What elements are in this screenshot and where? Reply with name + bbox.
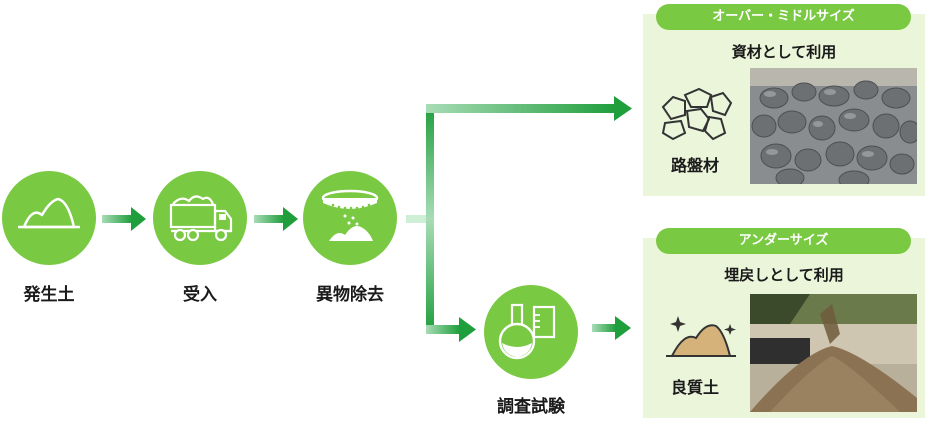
undersize-badge: アンダーサイズ: [656, 228, 911, 254]
gravel-icon: [661, 87, 733, 141]
arrow-to-undersize: [592, 316, 631, 340]
arrow-1: [102, 207, 146, 231]
generated-soil-circle: [2, 171, 96, 265]
step-label-acceptance: 受入: [183, 285, 217, 305]
acceptance-circle: [153, 171, 247, 265]
arrow-2: [254, 207, 298, 231]
dump-truck-icon: [169, 195, 233, 242]
branch-arrow: [406, 96, 632, 342]
soil-mound-icon: [18, 197, 80, 229]
undersize-product-label: 良質土: [670, 378, 719, 397]
step-label-foreign-removal: 異物除去: [316, 285, 384, 305]
undersize-title: 埋戻しとして利用: [724, 266, 844, 284]
oversize-badge: オーバー・ミドルサイズ: [656, 4, 911, 30]
step-label-testing: 調査試験: [497, 397, 565, 417]
oversize-product-label: 路盤材: [670, 156, 719, 175]
quality-soil-icon: [666, 316, 736, 357]
sieve-icon: [321, 189, 379, 241]
lab-flask-icon: [498, 303, 556, 360]
step-label-generated-soil: 発生土: [23, 285, 75, 305]
oversize-title: 資材として利用: [731, 43, 837, 61]
crushed-stone-photo: [750, 68, 917, 184]
soil-pile-photo: [750, 294, 917, 412]
foreign-removal-circle: [303, 171, 397, 265]
testing-circle: [484, 285, 578, 379]
